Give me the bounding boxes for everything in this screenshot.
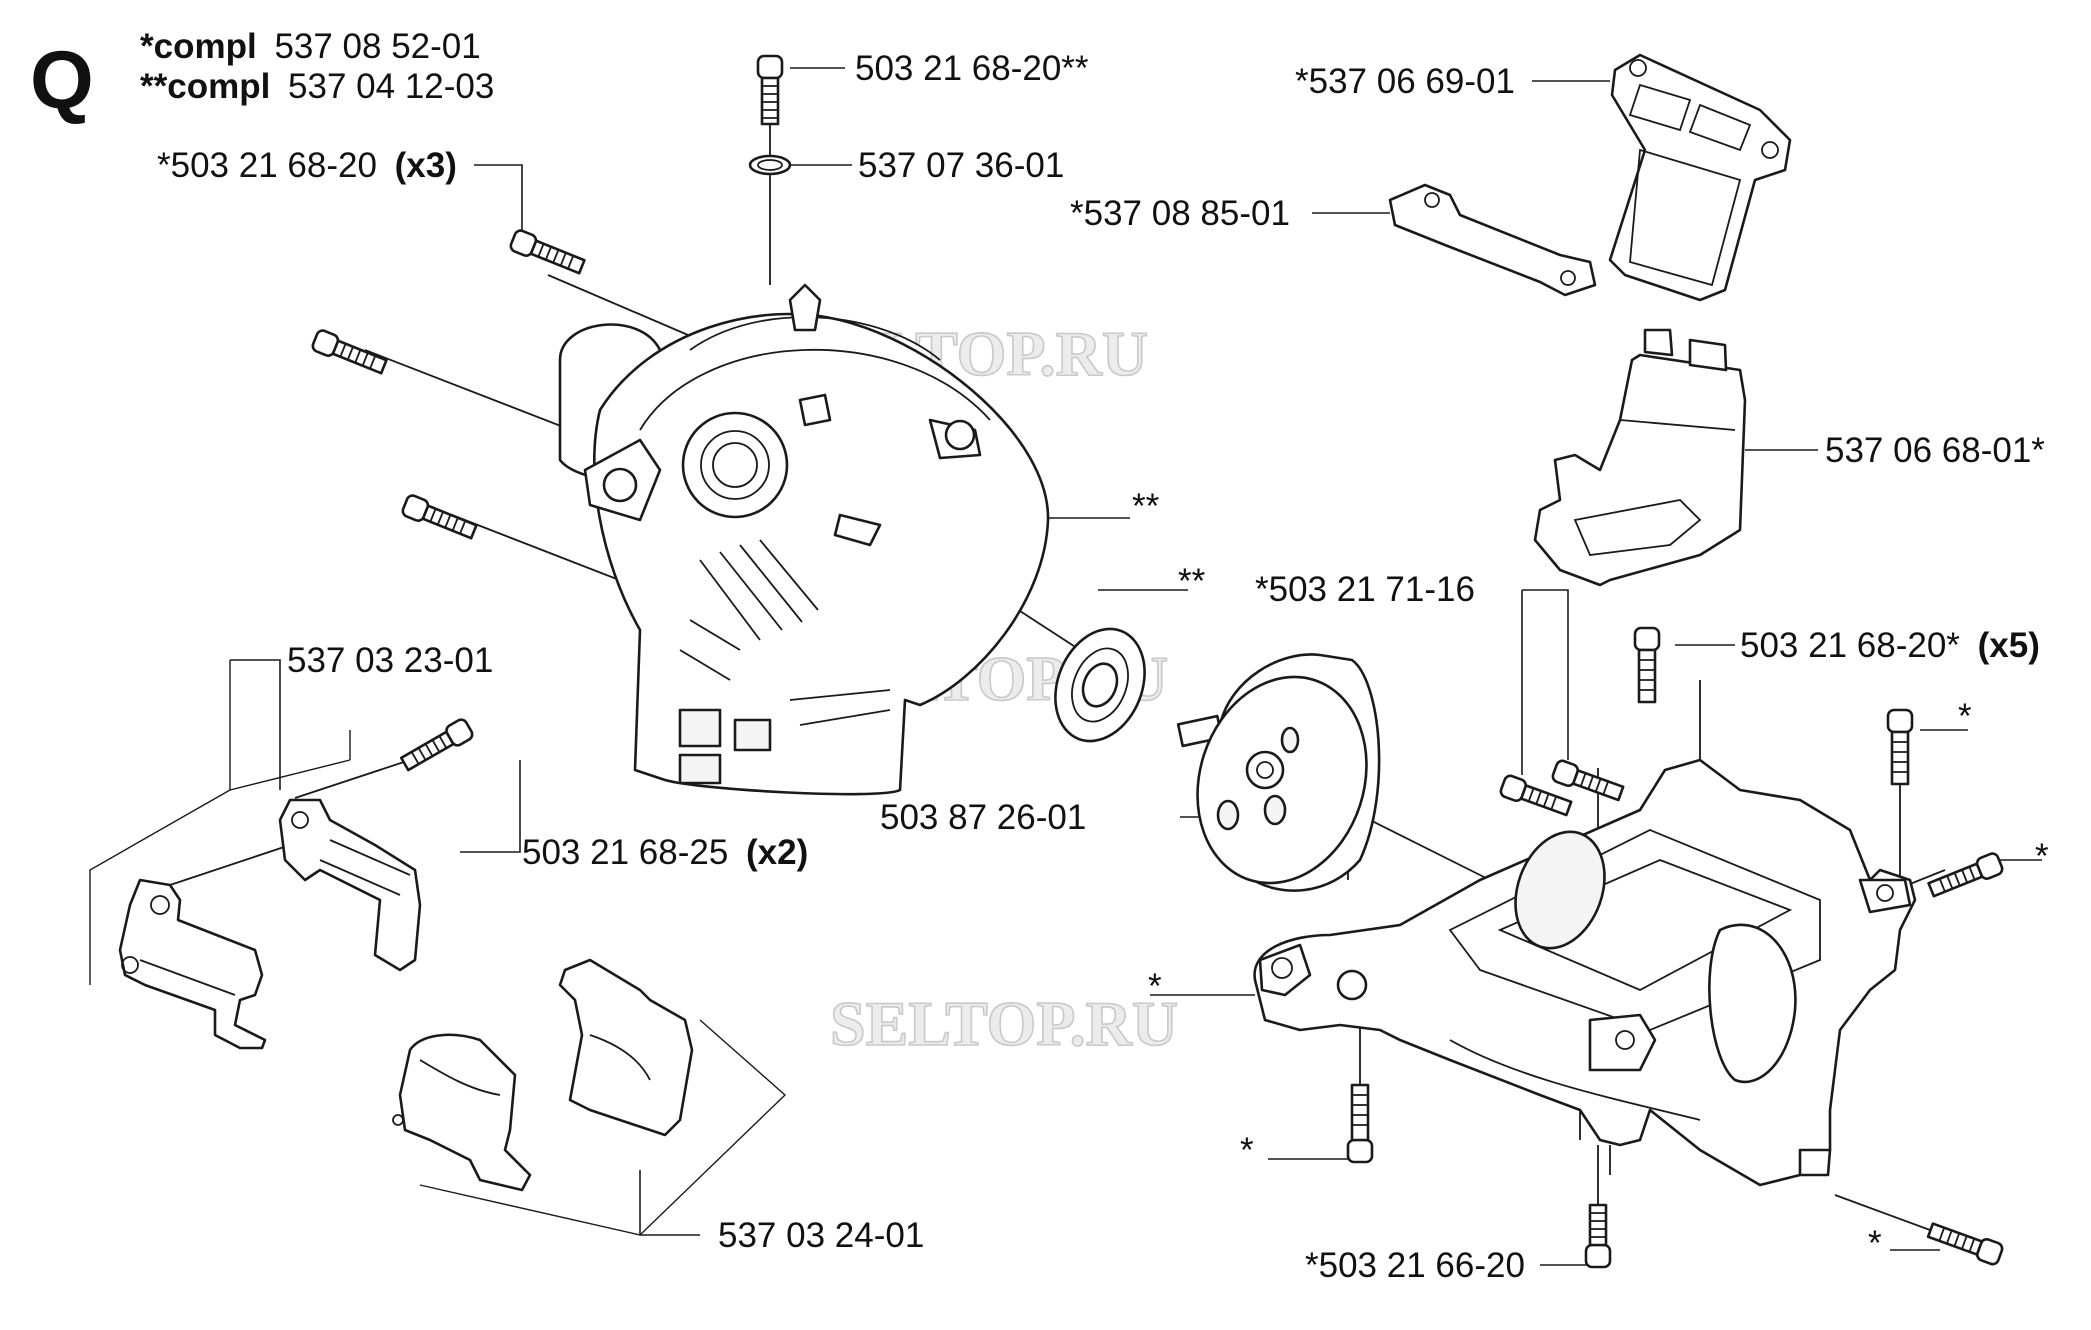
spring-washer — [748, 154, 792, 176]
bracket-right — [278, 798, 422, 972]
label-star-e: * — [1868, 1224, 1882, 1263]
screw-top — [756, 54, 784, 126]
fan-housing — [558, 283, 1050, 796]
screw-x3-b — [311, 329, 388, 375]
label-bearing-marker: ** — [1178, 562, 1206, 601]
crankcase — [1253, 758, 1917, 1187]
label-screw-x2: 503 21 68-25 (x2) — [522, 833, 808, 872]
clutch-drum — [1176, 653, 1381, 892]
label-clutch-drum: 503 87 26-01 — [880, 798, 1086, 837]
screw-x5-e — [1926, 1222, 2004, 1266]
clamp-lower — [392, 1033, 532, 1192]
screw-x5-c — [1927, 852, 2004, 898]
label-star-a: * — [1958, 697, 1972, 736]
screw-x5-b — [1886, 708, 1914, 786]
label-screw-top: 503 21 68-20** — [855, 49, 1089, 88]
bearing — [1054, 627, 1146, 743]
clamp-upper — [558, 958, 694, 1137]
set-bracket-537-03-23-01 — [89, 660, 351, 985]
label-gasket-small: *537 08 85-01 — [1070, 194, 1290, 233]
label-screw-x5: 503 21 68-20* (x5) — [1740, 626, 2040, 665]
watermark-bottom: SELTOP.RU — [830, 988, 1178, 1059]
set-bracket-537-03-24-01 — [419, 1019, 787, 1236]
gasket-large — [1608, 53, 1792, 302]
screw-x2 — [399, 718, 474, 772]
label-star-d: * — [1240, 1131, 1254, 1170]
screw-66-20 — [1584, 1203, 1612, 1269]
label-star-c: * — [1148, 967, 1162, 1006]
label-screw-66-20: *503 21 66-20 — [1305, 1246, 1525, 1285]
label-fan-housing-marker: ** — [1132, 487, 1160, 526]
label-gasket-large: *537 06 69-01 — [1295, 62, 1515, 101]
bracket-left — [118, 878, 267, 1050]
compl-line-1: *compl 537 08 52-01 — [140, 27, 481, 66]
screw-71-16-b — [1551, 759, 1625, 802]
gasket-small — [1388, 183, 1597, 297]
intake-manifold — [1533, 328, 1747, 587]
screw-x5-d — [1346, 1083, 1374, 1164]
label-washer: 537 07 36-01 — [858, 146, 1064, 185]
label-intake-manifold: 537 06 68-01* — [1825, 431, 2045, 470]
screw-71-16-a — [1499, 774, 1573, 817]
compl-line-2: **compl 537 04 12-03 — [140, 67, 494, 106]
label-bracket-set: 537 03 23-01 — [287, 641, 493, 680]
screw-x5-a — [1633, 626, 1661, 704]
label-screw-71-16: *503 21 71-16 — [1255, 570, 1475, 609]
section-letter: Q — [30, 35, 94, 126]
screw-x3-a — [509, 229, 586, 275]
label-clamp-set: 537 03 24-01 — [718, 1216, 924, 1255]
screw-x3-c — [401, 494, 478, 540]
label-screws-x3: *503 21 68-20 (x3) — [157, 146, 457, 185]
label-star-b: * — [2035, 837, 2049, 876]
